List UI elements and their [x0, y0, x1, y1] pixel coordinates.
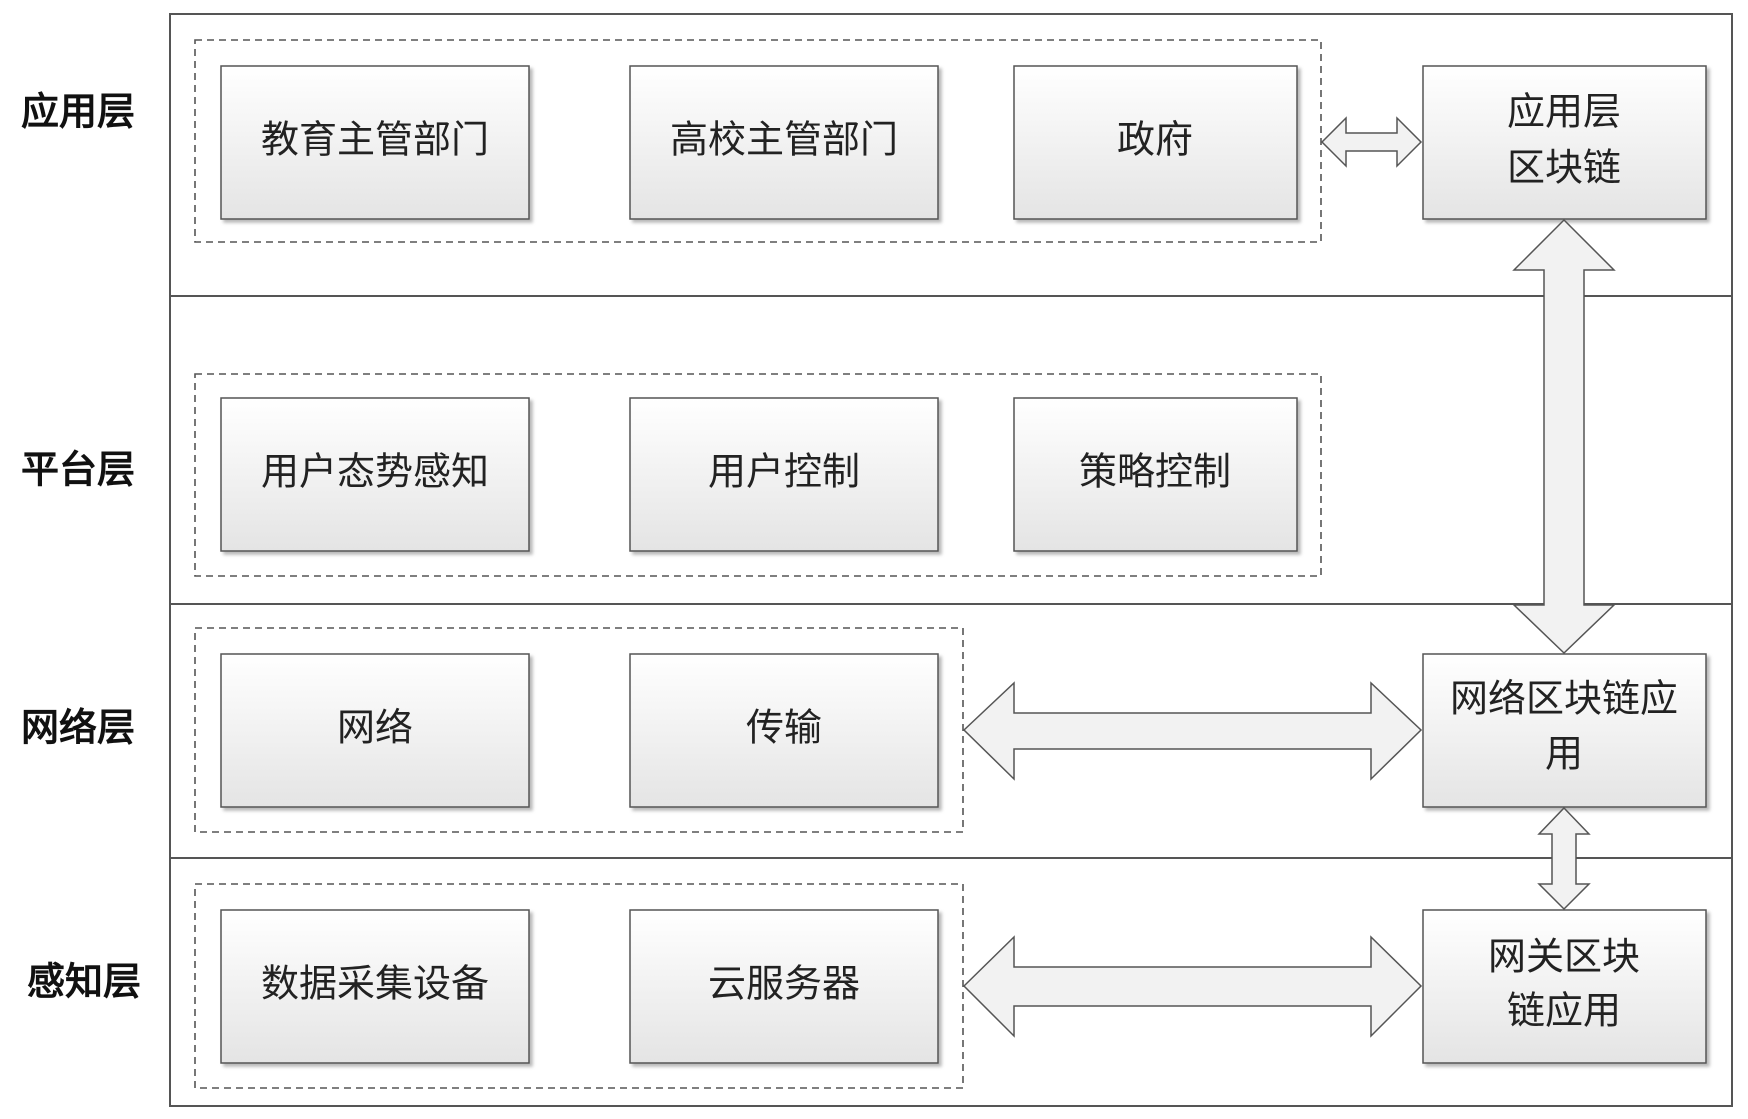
module-data-collection-device: 数据采集设备 — [220, 909, 530, 1064]
module-label: 用户态势感知 — [261, 450, 489, 494]
module-label: 教育主管部门 — [261, 118, 489, 162]
module-label: 传输 — [746, 706, 822, 750]
module-label: 策略控制 — [1079, 450, 1231, 494]
module-policy-control: 策略控制 — [1013, 397, 1298, 552]
module-university-authority: 高校主管部门 — [629, 65, 939, 220]
blockchain-label-line-1: 网络区块链应 — [1450, 677, 1678, 721]
vertical-blockchain-arrow — [1512, 218, 1616, 655]
perception-to-gateway-arrow — [962, 935, 1423, 1038]
gateway-blockchain-box: 网关区块 链应用 — [1422, 909, 1707, 1064]
module-cloud-server: 云服务器 — [629, 909, 939, 1064]
module-label: 数据采集设备 — [261, 962, 489, 1006]
module-education-authority: 教育主管部门 — [220, 65, 530, 220]
platform-module-group — [194, 373, 1322, 577]
application-module-group — [194, 39, 1322, 243]
module-label: 高校主管部门 — [670, 118, 898, 162]
blockchain-label-line-1: 网关区块 — [1488, 935, 1640, 979]
module-label: 政府 — [1117, 118, 1193, 162]
module-label: 云服务器 — [708, 962, 860, 1006]
module-transmission: 传输 — [629, 653, 939, 808]
module-government: 政府 — [1013, 65, 1298, 220]
layer-label-application: 应用层 — [21, 90, 135, 134]
module-user-situation-awareness: 用户态势感知 — [220, 397, 530, 552]
network-blockchain-box: 网络区块链应 用 — [1422, 653, 1707, 808]
network-to-blockchain-arrow — [962, 681, 1423, 781]
blockchain-label-line-2: 区块链 — [1507, 146, 1621, 190]
layer-label-platform: 平台层 — [21, 448, 135, 492]
layer-label-network: 网络层 — [21, 706, 135, 750]
blockchain-label-line-2: 用 — [1545, 732, 1583, 776]
module-label: 网络 — [337, 706, 413, 750]
module-user-control: 用户控制 — [629, 397, 939, 552]
layer-label-perception: 感知层 — [27, 960, 141, 1004]
application-blockchain-box: 应用层 区块链 — [1422, 65, 1707, 220]
module-network: 网络 — [220, 653, 530, 808]
blockchain-label-line-1: 应用层 — [1507, 90, 1621, 134]
blockchain-label-line-2: 链应用 — [1507, 989, 1621, 1033]
network-to-gateway-blockchain-arrow — [1537, 806, 1591, 911]
app-group-to-blockchain-arrow — [1320, 116, 1423, 168]
module-label: 用户控制 — [708, 450, 860, 494]
